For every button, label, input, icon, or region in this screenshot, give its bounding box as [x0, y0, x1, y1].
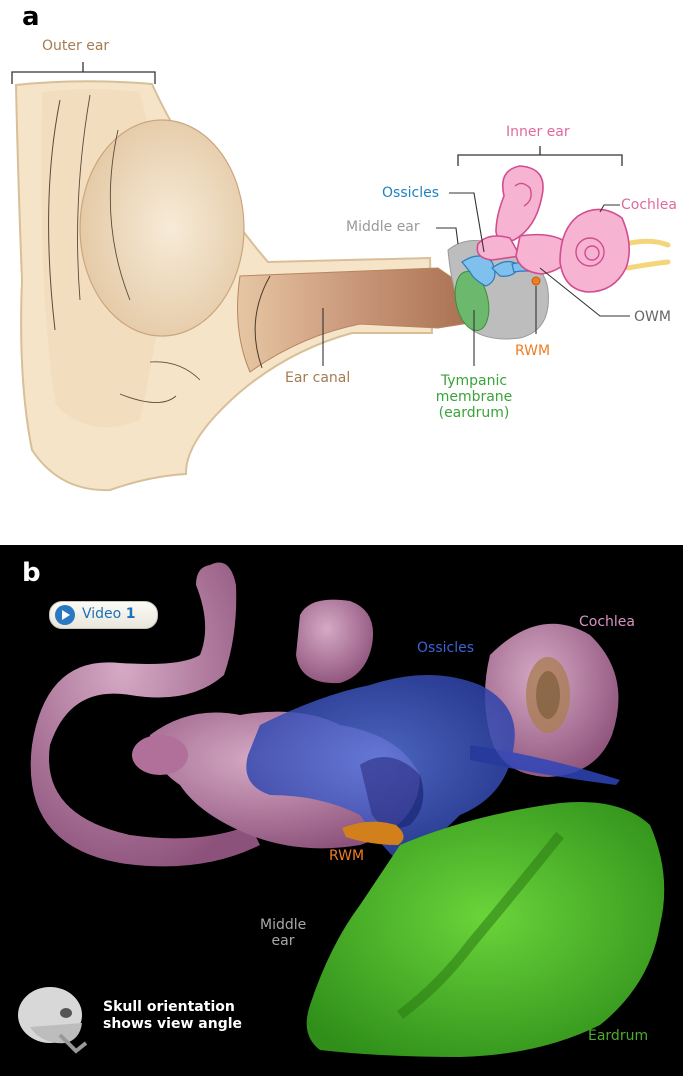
- video-label-prefix: Video: [82, 606, 126, 622]
- panel-b: b Video 1 Cochlea Ossicles RWM Middle ea…: [0, 545, 683, 1076]
- ear-anatomy-illustration: [0, 0, 683, 520]
- label-b-ossicles: Ossicles: [417, 640, 474, 656]
- middle-ear-line-2: ear: [260, 933, 306, 949]
- skull-note-line-1: Skull orientation: [103, 999, 242, 1016]
- label-outer-ear: Outer ear: [42, 38, 109, 54]
- tympanic-line-2: membrane: [430, 389, 518, 405]
- ear-canal: [238, 268, 476, 372]
- inner-ear-bracket: [458, 146, 622, 166]
- label-cochlea: Cochlea: [621, 197, 677, 213]
- label-tympanic-membrane: Tympanic membrane (eardrum): [430, 373, 518, 421]
- label-inner-ear: Inner ear: [506, 124, 570, 140]
- tympanic-line-1: Tympanic: [430, 373, 518, 389]
- label-ossicles: Ossicles: [382, 185, 439, 201]
- tympanic-line-3: (eardrum): [430, 405, 518, 421]
- label-owm: OWM: [634, 309, 671, 325]
- label-b-eardrum: Eardrum: [588, 1028, 648, 1044]
- label-b-cochlea: Cochlea: [579, 614, 635, 630]
- cochlear-nerves: [626, 241, 668, 268]
- video-label-number: 1: [126, 606, 136, 622]
- skull-icon: [18, 987, 86, 1051]
- video-button[interactable]: Video 1: [49, 601, 158, 629]
- panel-a: a: [0, 0, 683, 520]
- middle-ear-line-1: Middle: [260, 917, 306, 933]
- video-label: Video 1: [82, 606, 135, 622]
- panel-b-letter: b: [22, 560, 41, 586]
- rwm-marker: [532, 277, 540, 285]
- skull-orientation-note: Skull orientation shows view angle: [103, 999, 242, 1033]
- label-middle-ear: Middle ear: [346, 219, 420, 235]
- label-b-rwm: RWM: [329, 848, 364, 864]
- play-icon: [55, 605, 75, 625]
- label-rwm: RWM: [515, 343, 550, 359]
- label-ear-canal: Ear canal: [285, 370, 350, 386]
- skull-note-line-2: shows view angle: [103, 1016, 242, 1033]
- label-b-middle-ear: Middle ear: [260, 917, 306, 949]
